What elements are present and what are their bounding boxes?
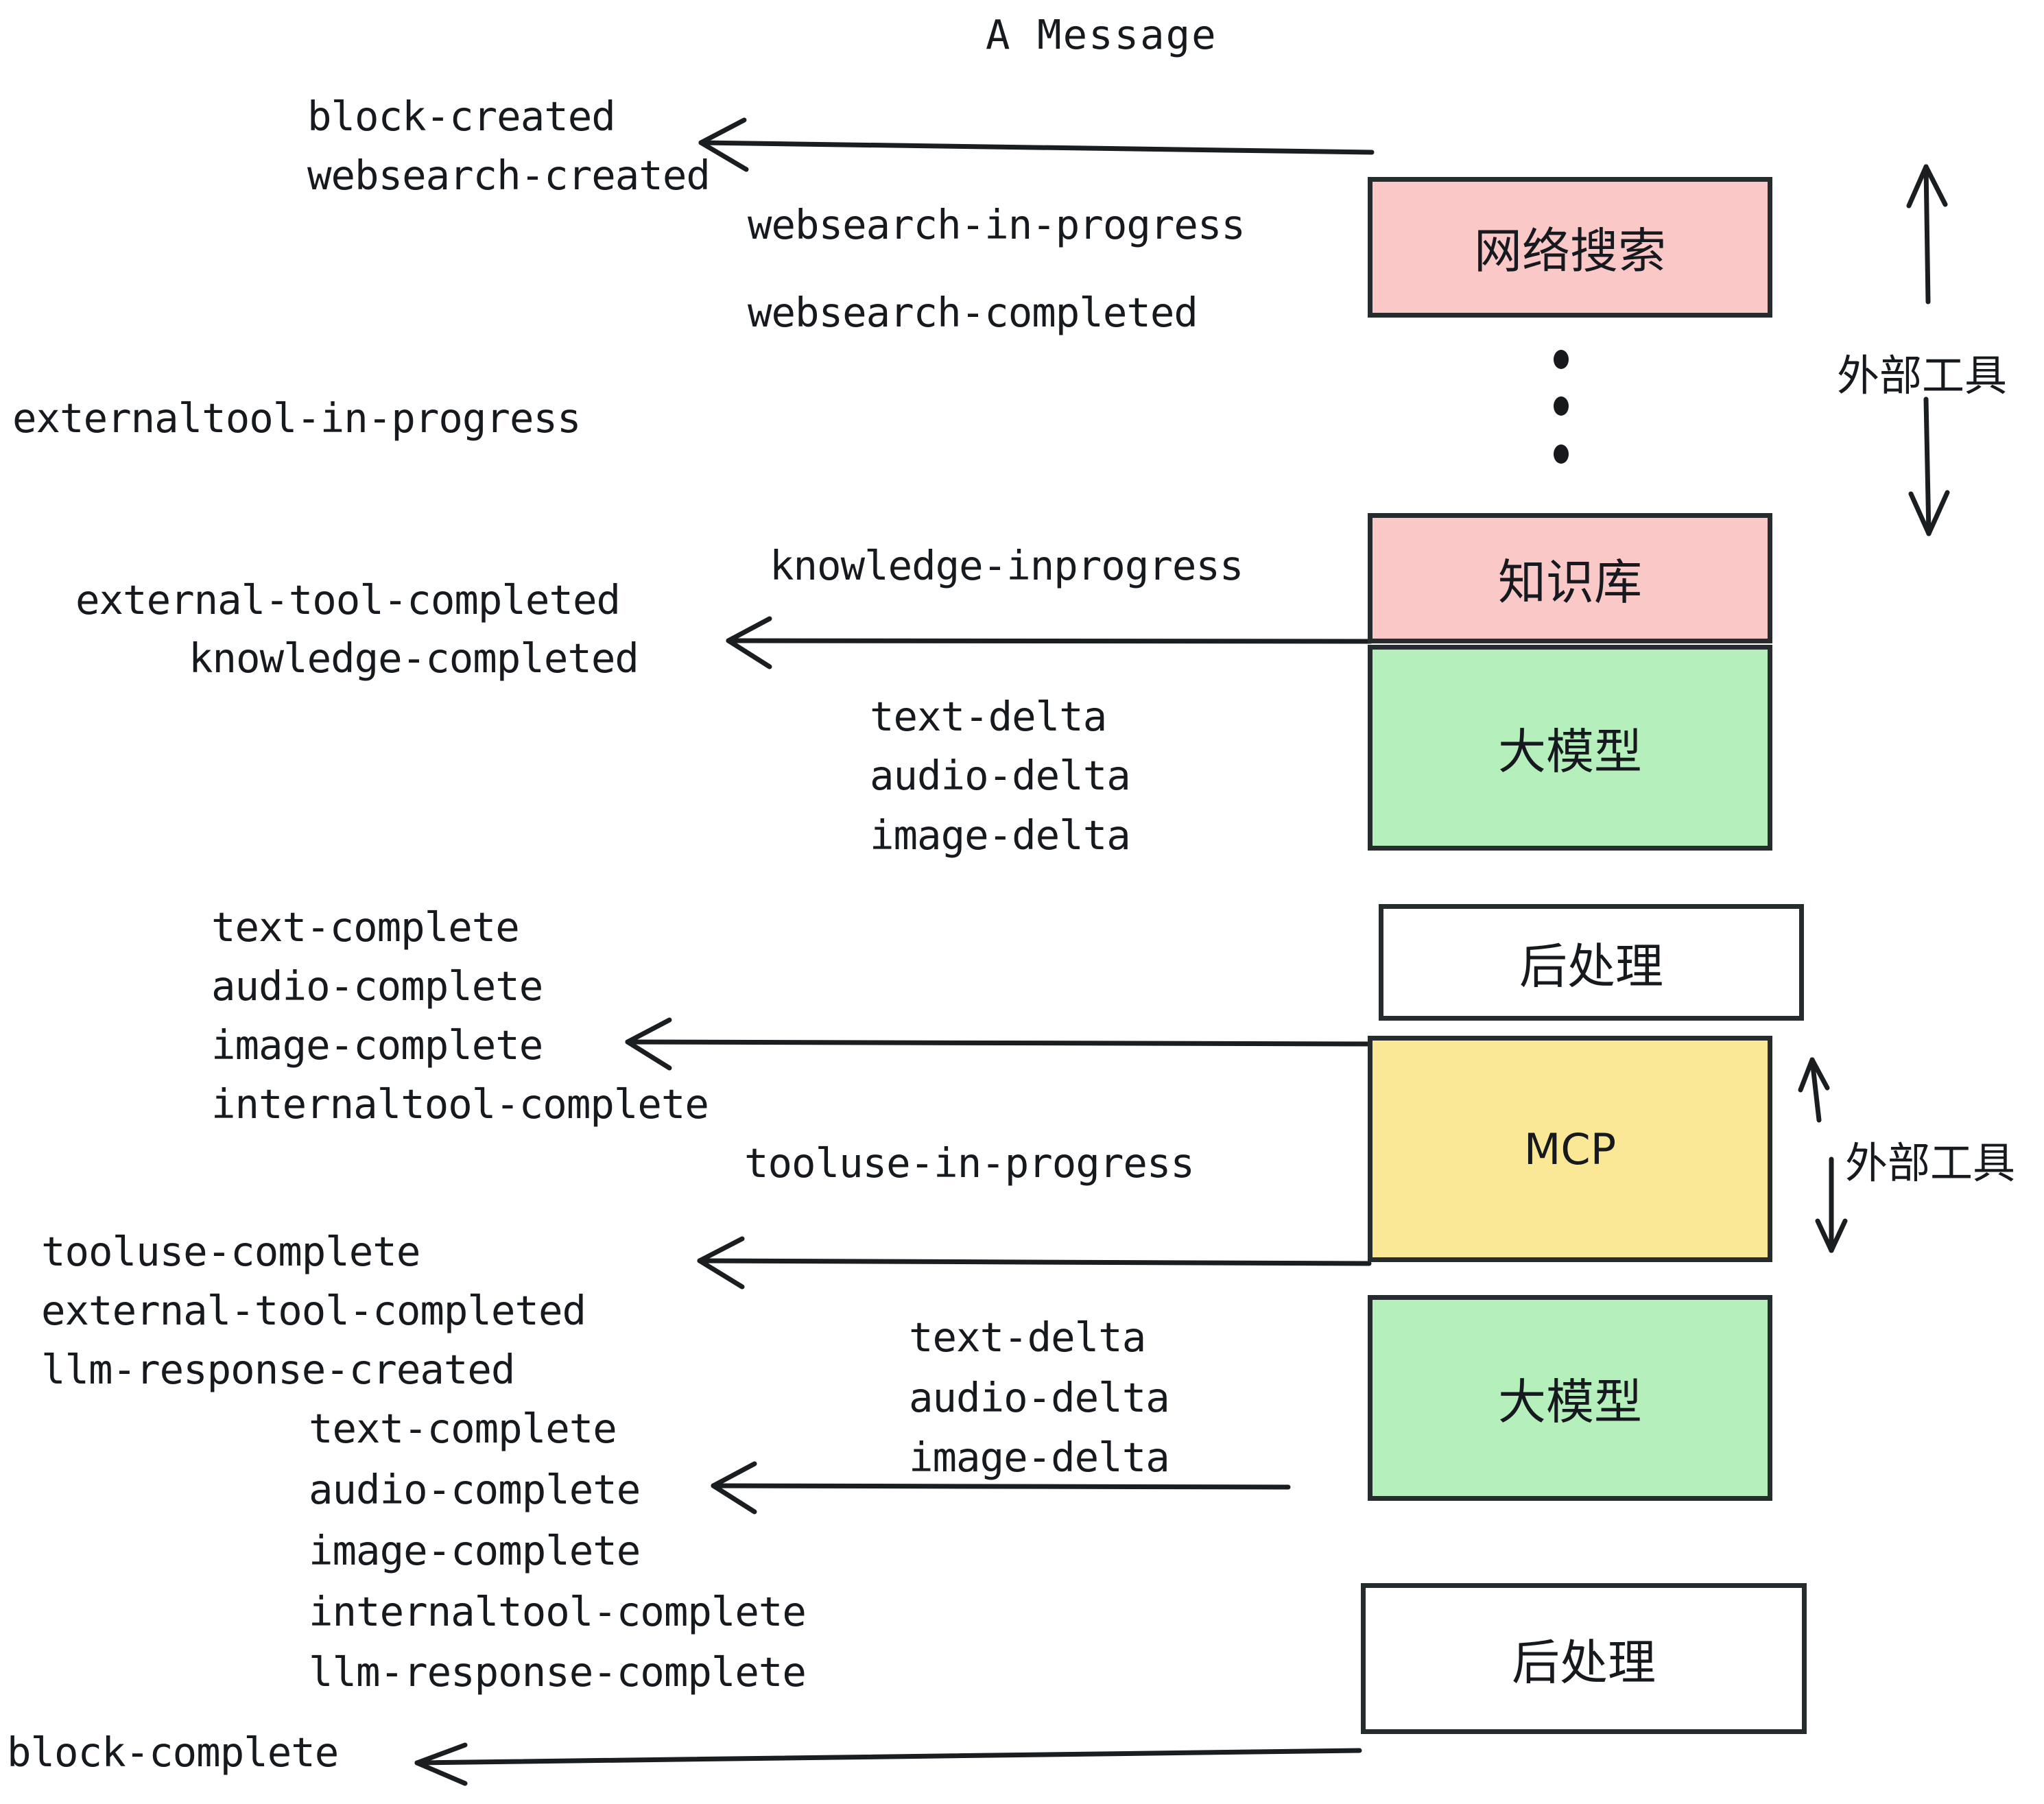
event-label-tooluse-in-progress: tooluse-in-progress (744, 1139, 1195, 1187)
event-label-websearch-completed: websearch-completed (748, 289, 1198, 336)
event-label-image-delta-2: image-delta (909, 1434, 1170, 1481)
event-label-block-created: block-created (307, 93, 616, 140)
arrow-external-tools-up-top (1906, 164, 1948, 305)
event-label-internaltool-complete-1: internaltool-complete (211, 1080, 709, 1128)
event-label-image-delta-1: image-delta (870, 811, 1131, 859)
event-label-llm-response-created: llm-response-created (41, 1346, 515, 1393)
arrow-external-tools-down-top (1908, 396, 1950, 536)
node-box-knowledge[interactable]: 知识库 (1368, 513, 1772, 643)
arrow-external-tools-up-mcp (1798, 1057, 1830, 1123)
event-label-externaltool-in-progress: externaltool-in-progress (12, 394, 582, 442)
event-label-image-complete-2: image-complete (309, 1527, 641, 1574)
arrow-mcp-to-tooluse-complete (697, 1236, 1372, 1290)
ellipsis-dot (1554, 444, 1569, 464)
node-box-websearch[interactable]: 网络搜索 (1368, 177, 1772, 318)
side-annotation-external-tools-mcp: 外部工具 (1845, 1138, 2016, 1188)
arrow-post2-to-block-complete (414, 1742, 1362, 1786)
event-label-llm-response-complete: llm-response-complete (309, 1648, 807, 1696)
event-label-text-complete-1: text-complete (211, 903, 520, 951)
event-label-audio-delta-1: audio-delta (870, 752, 1131, 799)
node-box-post2[interactable]: 后处理 (1361, 1583, 1807, 1734)
event-label-internaltool-complete-2: internaltool-complete (309, 1588, 807, 1635)
event-label-image-complete-1: image-complete (211, 1021, 543, 1069)
arrow-post1-to-image-complete (625, 1017, 1381, 1071)
event-label-text-delta-2: text-delta (909, 1314, 1146, 1361)
arrow-llm2-to-audio-complete (711, 1461, 1291, 1515)
side-annotation-external-tools-top: 外部工具 (1837, 351, 2008, 401)
event-label-tooluse-complete: tooluse-complete (41, 1228, 420, 1275)
event-label-external-tool-completed-1: external-tool-completed (75, 576, 621, 624)
ellipsis-dot (1554, 350, 1569, 369)
node-box-mcp[interactable]: MCP (1368, 1036, 1772, 1262)
page-title: A Message (986, 11, 1217, 58)
event-label-block-complete: block-complete (7, 1729, 339, 1776)
event-label-external-tool-completed-2: external-tool-completed (41, 1287, 586, 1334)
event-label-knowledge-inprogress: knowledge-inprogress (770, 542, 1244, 589)
event-label-text-complete-2: text-complete (309, 1405, 617, 1452)
ellipsis-dot (1554, 396, 1569, 416)
event-label-text-delta-1: text-delta (870, 693, 1107, 740)
arrow-websearch-to-created (698, 117, 1375, 172)
arrow-external-tools-down-mcp (1815, 1156, 1848, 1253)
node-box-post1[interactable]: 后处理 (1379, 904, 1804, 1021)
event-label-websearch-in-progress: websearch-in-progress (748, 201, 1246, 248)
event-label-audio-complete-1: audio-complete (211, 962, 543, 1010)
event-label-audio-complete-2: audio-complete (309, 1466, 641, 1513)
event-label-websearch-created: websearch-created (307, 152, 711, 199)
node-box-llm1[interactable]: 大模型 (1368, 645, 1772, 851)
event-label-knowledge-completed: knowledge-completed (189, 634, 639, 682)
node-box-llm2[interactable]: 大模型 (1368, 1295, 1772, 1501)
arrow-knowledge-to-completed (726, 616, 1373, 669)
event-label-audio-delta-2: audio-delta (909, 1374, 1170, 1421)
